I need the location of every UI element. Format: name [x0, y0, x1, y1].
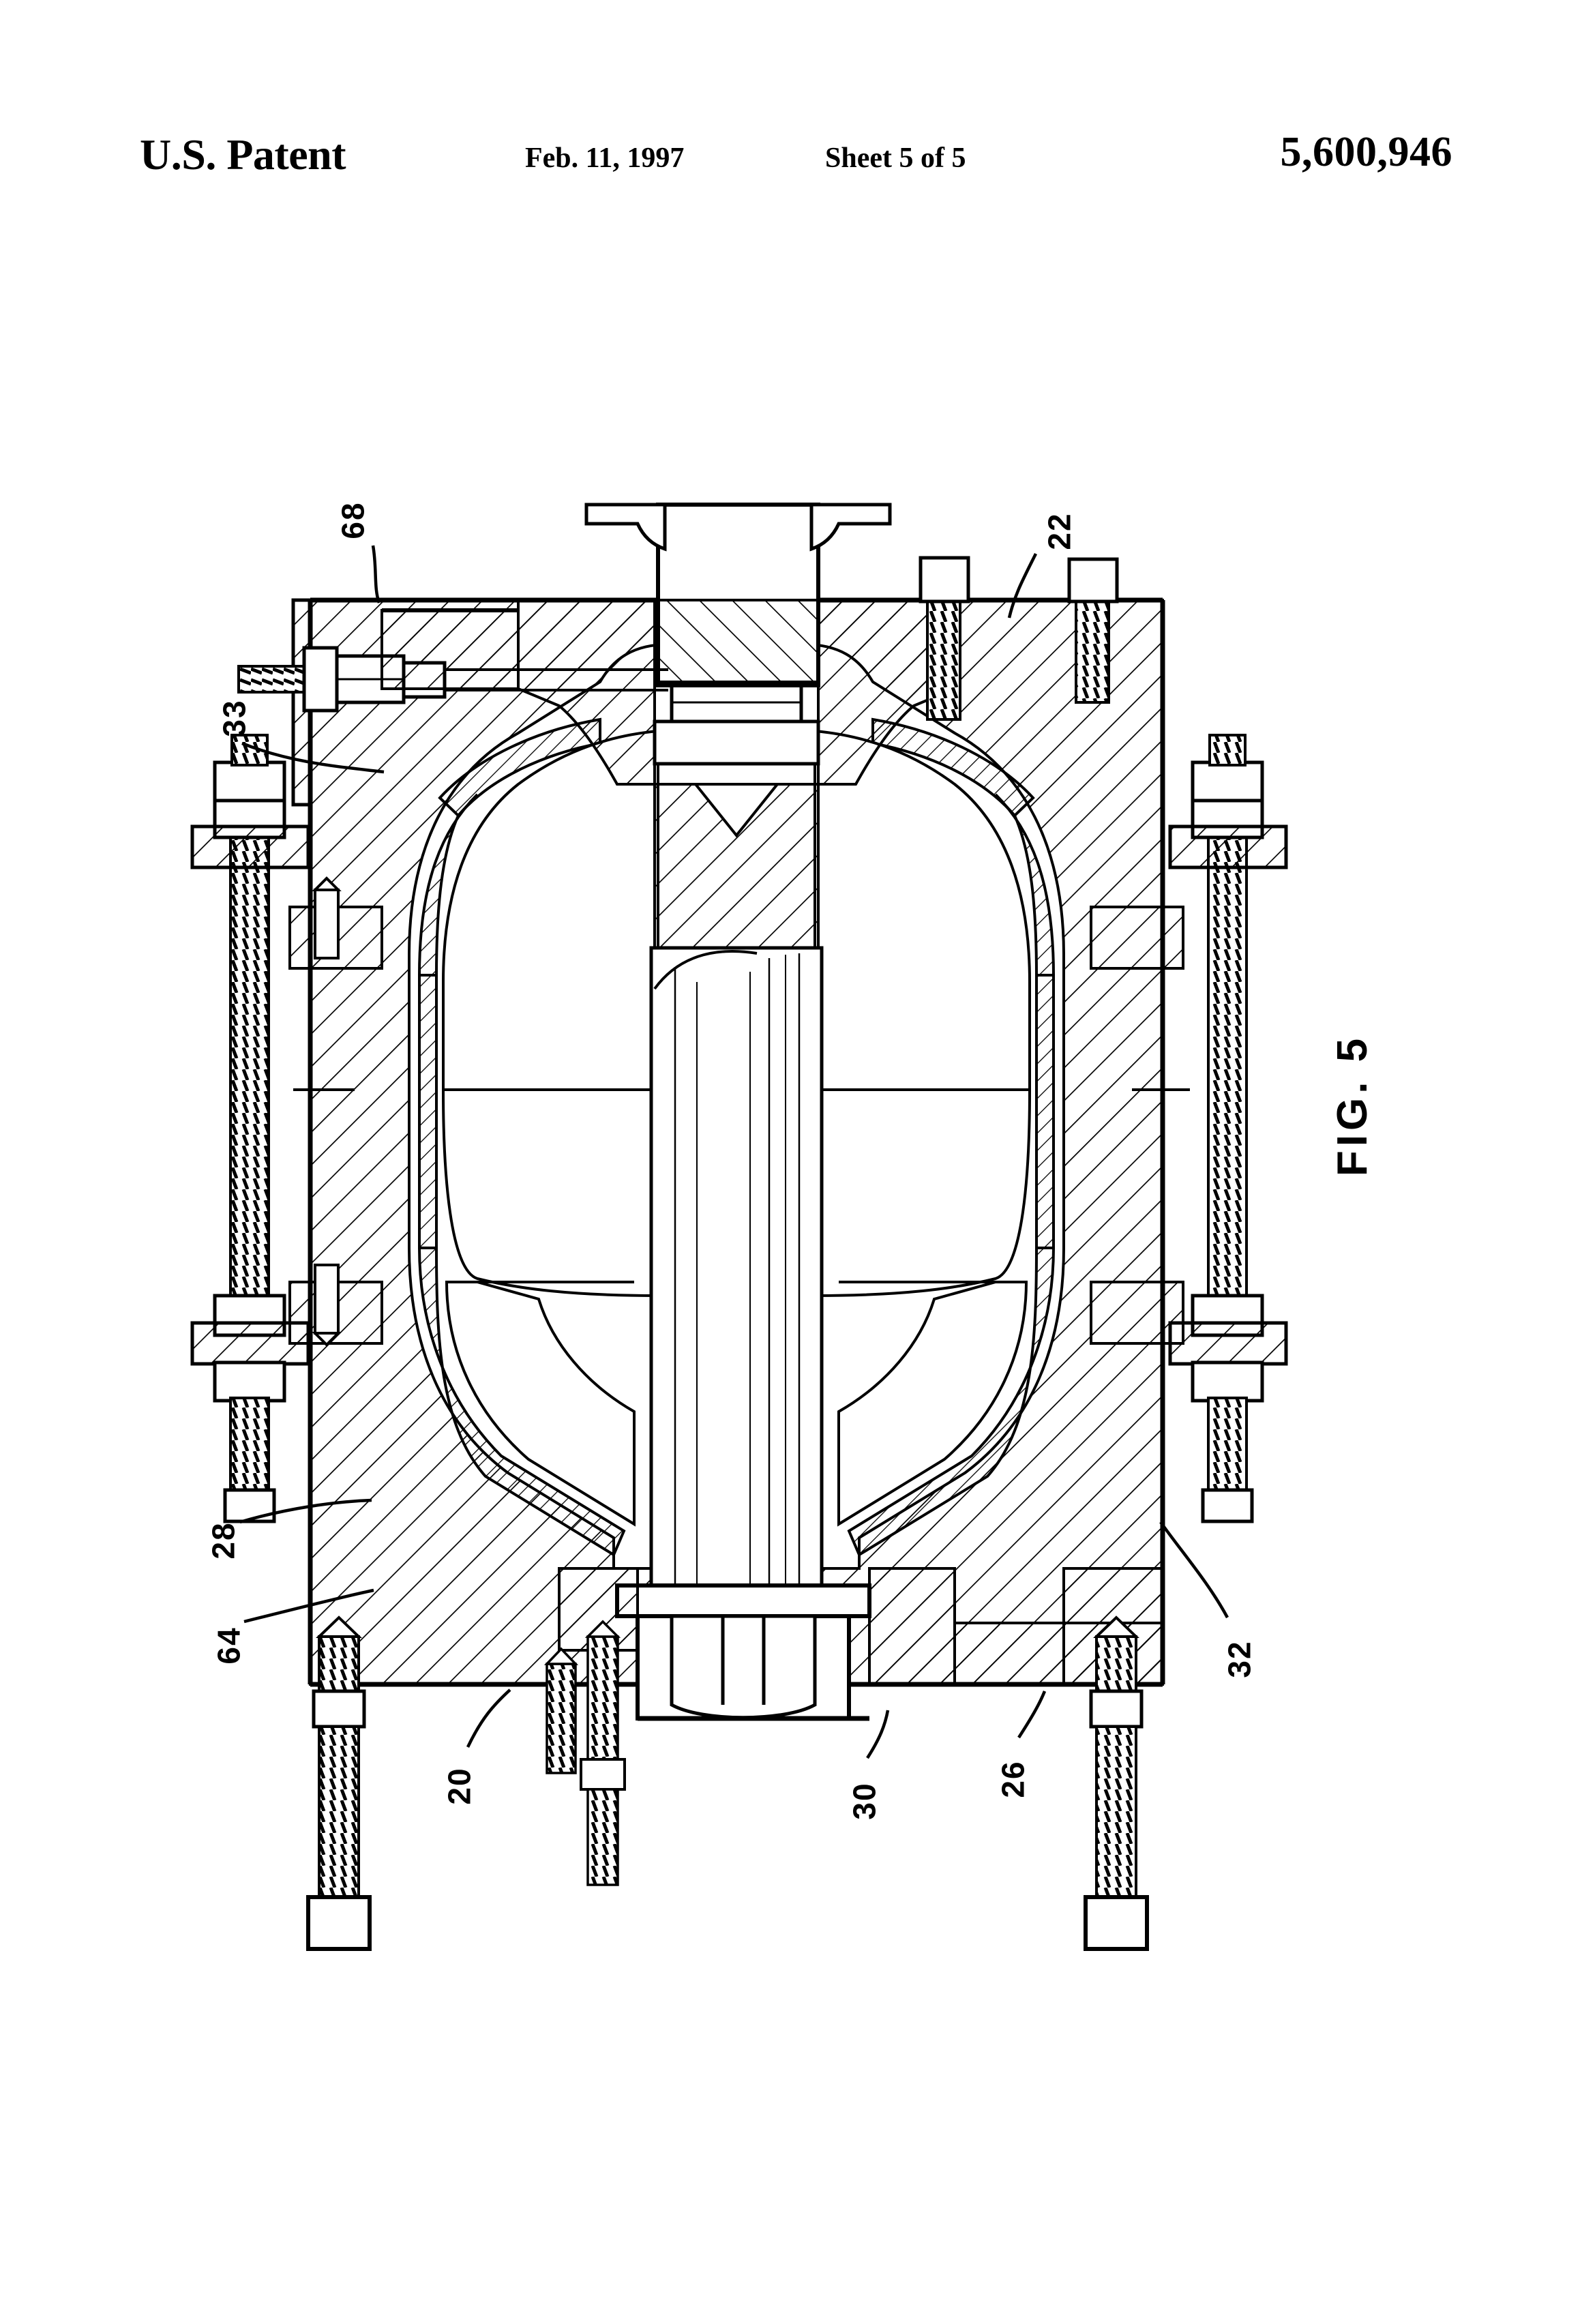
ref-numeral-33: 33 [216, 699, 252, 737]
ref-numeral-30: 30 [846, 1782, 882, 1820]
patent-number: 5,600,946 [1280, 129, 1452, 175]
patent-sheet-number: Sheet 5 of 5 [825, 143, 966, 174]
bottom-bolt-left [306, 1615, 372, 1951]
ref-numeral-32: 32 [1221, 1640, 1257, 1678]
patent-date: Feb. 11, 1997 [525, 143, 685, 174]
ref-numeral-68: 68 [335, 501, 371, 539]
upper-mold-plate [517, 599, 956, 786]
bottom-bolt-center-a [543, 1647, 579, 1774]
ref-numeral-22: 22 [1041, 512, 1077, 550]
upper-left-flange [380, 608, 520, 690]
top-bolt-right-outer [1067, 557, 1119, 704]
ref-numeral-64: 64 [211, 1626, 247, 1665]
bottom-bolt-right [1084, 1615, 1149, 1951]
figure-caption: FIG. 5 [1329, 1034, 1377, 1177]
guide-pin-upper [312, 876, 342, 959]
guide-pin-lower [312, 1264, 342, 1347]
patent-header: U.S. Patent Feb. 11, 1997 Sheet 5 of 5 5… [0, 129, 1582, 211]
leader-lines [239, 545, 1229, 1759]
center-core-assembly [584, 503, 892, 1605]
tie-rod-right [1168, 734, 1288, 1523]
mold-cavity-liner [417, 717, 1056, 1557]
ref-numeral-26: 26 [995, 1760, 1031, 1798]
top-bolt-right-inner [919, 556, 970, 721]
bottom-bolt-center-b [580, 1620, 626, 1886]
ref-numeral-28: 28 [205, 1521, 241, 1560]
patent-office-title: U.S. Patent [140, 130, 346, 179]
tie-rod-left [190, 734, 310, 1523]
ref-numeral-20: 20 [441, 1767, 477, 1805]
